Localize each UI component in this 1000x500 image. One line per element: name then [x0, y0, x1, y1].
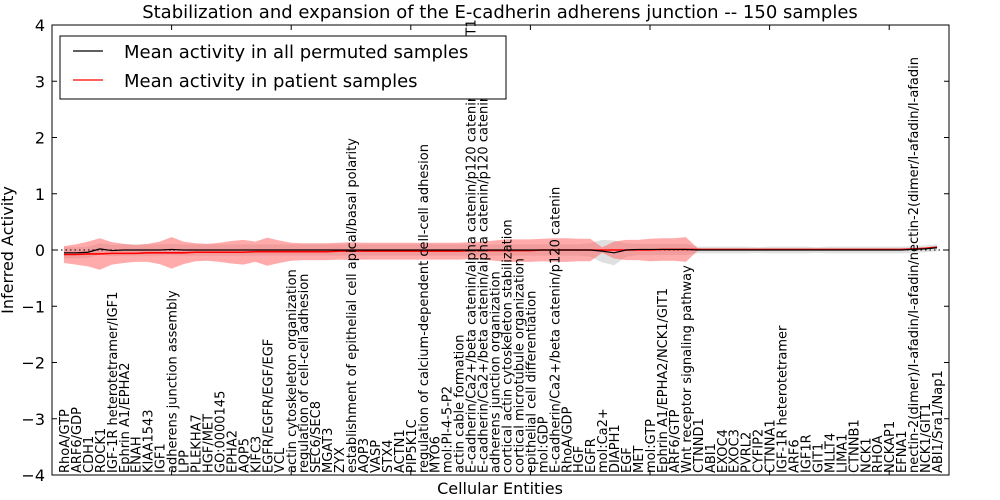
x-category-label: RhoA/GTP — [58, 409, 73, 473]
x-category-label: adherens junction assembly — [166, 290, 181, 473]
x-category-label: Wnt receptor signaling pathway — [680, 265, 695, 473]
x-category-label: mol:PI-4-5-P2 — [441, 386, 456, 473]
y-tick-label: −2 — [21, 354, 45, 373]
y-tick-label: 2 — [35, 129, 45, 148]
x-category-label: IGF1R — [799, 434, 814, 473]
x-category-label: mol:Ca2+ — [596, 408, 611, 473]
x-category-label: cortical actin cytoskeleton stabilizatio… — [500, 219, 515, 473]
x-category-label: EFNA1 — [895, 430, 910, 473]
x-category-label: CTNNB1 — [847, 419, 862, 473]
x-category-label: ROCK1 — [94, 428, 109, 473]
legend-box — [59, 35, 507, 100]
x-axis-label: Cellular Entities — [437, 479, 563, 498]
x-category-label: NCKAP1 — [883, 421, 898, 473]
x-category-label: MET — [632, 446, 647, 473]
x-category-label: PIP5K1C — [405, 419, 420, 473]
legend-label-patient: Mean activity in patient samples — [124, 71, 418, 92]
x-category-label: mol:GTP — [644, 419, 659, 473]
x-category-label: AQP5 — [237, 438, 252, 473]
x-category-label: ARF6/GDP — [70, 407, 85, 473]
x-category-label: LIMA1 — [835, 434, 850, 473]
y-tick-label: 3 — [35, 72, 45, 91]
x-category-label: PVRL2 — [740, 432, 755, 473]
y-tick-label: −3 — [21, 410, 45, 429]
x-category-label: RHOA — [871, 435, 886, 473]
y-tick-label: −1 — [21, 297, 45, 316]
permuted-mean-line — [63, 247, 938, 254]
x-category-label: Ephrin A1/EPHA2 — [118, 362, 133, 473]
y-tick-label: 4 — [35, 16, 45, 35]
x-category-label: HGF — [572, 446, 587, 473]
patient-band — [63, 237, 938, 270]
x-category-label: ARF6 — [788, 439, 803, 473]
x-category-label: adherens junction organization — [489, 271, 504, 473]
x-category-label: MYO6 — [429, 436, 444, 473]
x-category-label: IGF1 — [154, 443, 169, 473]
x-category-label: GO:0000145 — [213, 391, 228, 473]
x-category-label: STX4 — [381, 440, 396, 473]
legend: Mean activity in all permuted samples Me… — [59, 35, 507, 100]
x-category-label: NCK1 — [859, 437, 874, 473]
y-tick-label: −4 — [21, 466, 45, 485]
x-category-label: MLLT4 — [823, 433, 838, 473]
x-category-label: establishment of epithelial cell apical/… — [345, 138, 360, 473]
y-tick-label: 0 — [35, 241, 45, 260]
x-category-label: CTNND1 — [692, 418, 707, 473]
x-category-label: SEC6/SEC8 — [309, 401, 324, 473]
x-category-label: actin cable formation — [453, 335, 468, 473]
x-category-label: Ephrin A1/EPHA2/NCK1/GIT1 — [656, 288, 671, 473]
x-category-label: E-cadherin/Ca2+/beta catenin/alpha caten… — [477, 48, 492, 473]
legend-label-permuted: Mean activity in all permuted samples — [124, 42, 468, 63]
x-category-label: MGAT3 — [321, 428, 336, 473]
plot-frame — [51, 24, 950, 476]
x-category-label: CYFIP2 — [752, 429, 767, 473]
x-category-label: regulation of cell-cell adhesion — [297, 274, 312, 473]
x-category-label: HGF/MET — [201, 414, 216, 473]
x-category-label: epithelial cell differentiation — [524, 291, 539, 473]
x-category-label: RhoA/GDP — [560, 406, 575, 473]
x-category-label: VCL — [273, 447, 288, 473]
x-category-label: GIT1 — [811, 443, 826, 473]
x-category-label: ENAH — [130, 436, 145, 473]
x-category-label: IGF-1R heterotetramer/IGF1 — [106, 292, 121, 473]
x-category-label: actin cytoskeleton organization — [285, 269, 300, 473]
x-category-label: EPHA2 — [225, 430, 240, 473]
x-category-label: CDH1 — [82, 436, 97, 473]
x-category-label: AQP3 — [357, 438, 372, 473]
x-category-label: EGFR/EGFR/EGF/EGF — [261, 339, 276, 473]
x-category-label: ABI1 — [704, 443, 719, 473]
x-category-label: ABI1/Sra1/Nap1 — [931, 370, 946, 473]
x-category-label: VASP — [369, 440, 384, 473]
x-category-label: EGFR — [584, 438, 599, 473]
chart-title: Stabilization and expansion of the E-cad… — [142, 2, 858, 23]
x-category-label: EXOC4 — [716, 429, 731, 473]
x-category-label: E-cadherin/Ca2+/beta catenin/alpha caten… — [465, 19, 480, 473]
x-category-label: EGF — [620, 447, 635, 473]
x-category-label: cortical microtubule organization — [512, 258, 527, 473]
x-category-label: DIAPH1 — [608, 424, 623, 473]
x-category-label: CTNNA1 — [764, 419, 779, 473]
x-category-label: PLEKHA7 — [190, 414, 205, 473]
x-category-label: EXOC3 — [728, 429, 743, 473]
x-category-label: KIAA1543 — [142, 409, 157, 473]
x-category-label: KIFC3 — [249, 436, 264, 473]
x-category-label: ACTN1 — [393, 429, 408, 473]
x-category-label: E-cadherin/Ca2+/beta catenin/p120 cateni… — [548, 187, 563, 473]
x-category-label: mol:GDP — [536, 416, 551, 473]
x-category-label: ARF6/GTP — [668, 409, 683, 473]
x-category-label: IGF-1R heterotetramer — [776, 325, 791, 473]
x-category-label: nectin-2(dimer)/I-afadin/I-afadin/nectin… — [907, 57, 922, 473]
x-category-label: NCK1/GIT1 — [919, 403, 934, 473]
x-category-label: LPP — [178, 450, 193, 473]
y-tick-label: 1 — [35, 185, 45, 204]
y-axis-label: Inferred Activity — [0, 186, 17, 314]
x-category-label: regulation of calcium-dependent cell-cel… — [417, 144, 432, 473]
x-category-label: ZYX — [333, 447, 348, 473]
